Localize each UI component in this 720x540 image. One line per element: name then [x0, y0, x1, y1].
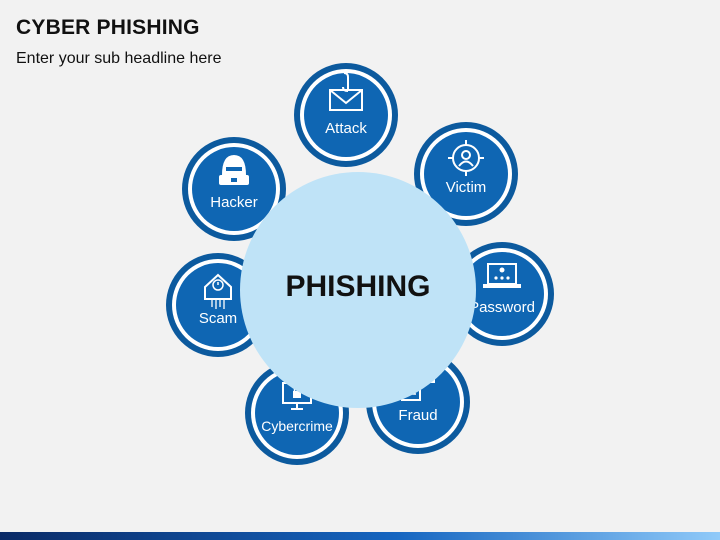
node-label: Cybercrime: [261, 418, 333, 434]
node-label: Password: [469, 299, 535, 316]
node-label: Victim: [446, 179, 487, 196]
bottom-accent-bar: [0, 532, 720, 540]
email-alert-icon: [204, 273, 232, 309]
node-victim: Victim: [414, 122, 518, 226]
node-label: Scam: [199, 310, 237, 327]
target-user-icon: [448, 140, 484, 176]
node-label: Attack: [325, 120, 367, 137]
hooded-hacker-icon: [219, 155, 249, 185]
node-hacker: Hacker: [182, 137, 286, 241]
laptop-password-icon: [483, 263, 521, 288]
page-title: CYBER PHISHING: [16, 16, 200, 39]
page-subtitle: Enter your sub headline here: [16, 50, 222, 67]
node-attack: Attack: [294, 63, 398, 167]
envelope-hook-icon: [329, 72, 363, 111]
node-label: Hacker: [210, 194, 258, 211]
center-circle: [240, 172, 476, 408]
node-password: Password: [450, 242, 554, 346]
node-label: Fraud: [398, 407, 437, 424]
center-label: PHISHING: [285, 270, 430, 303]
